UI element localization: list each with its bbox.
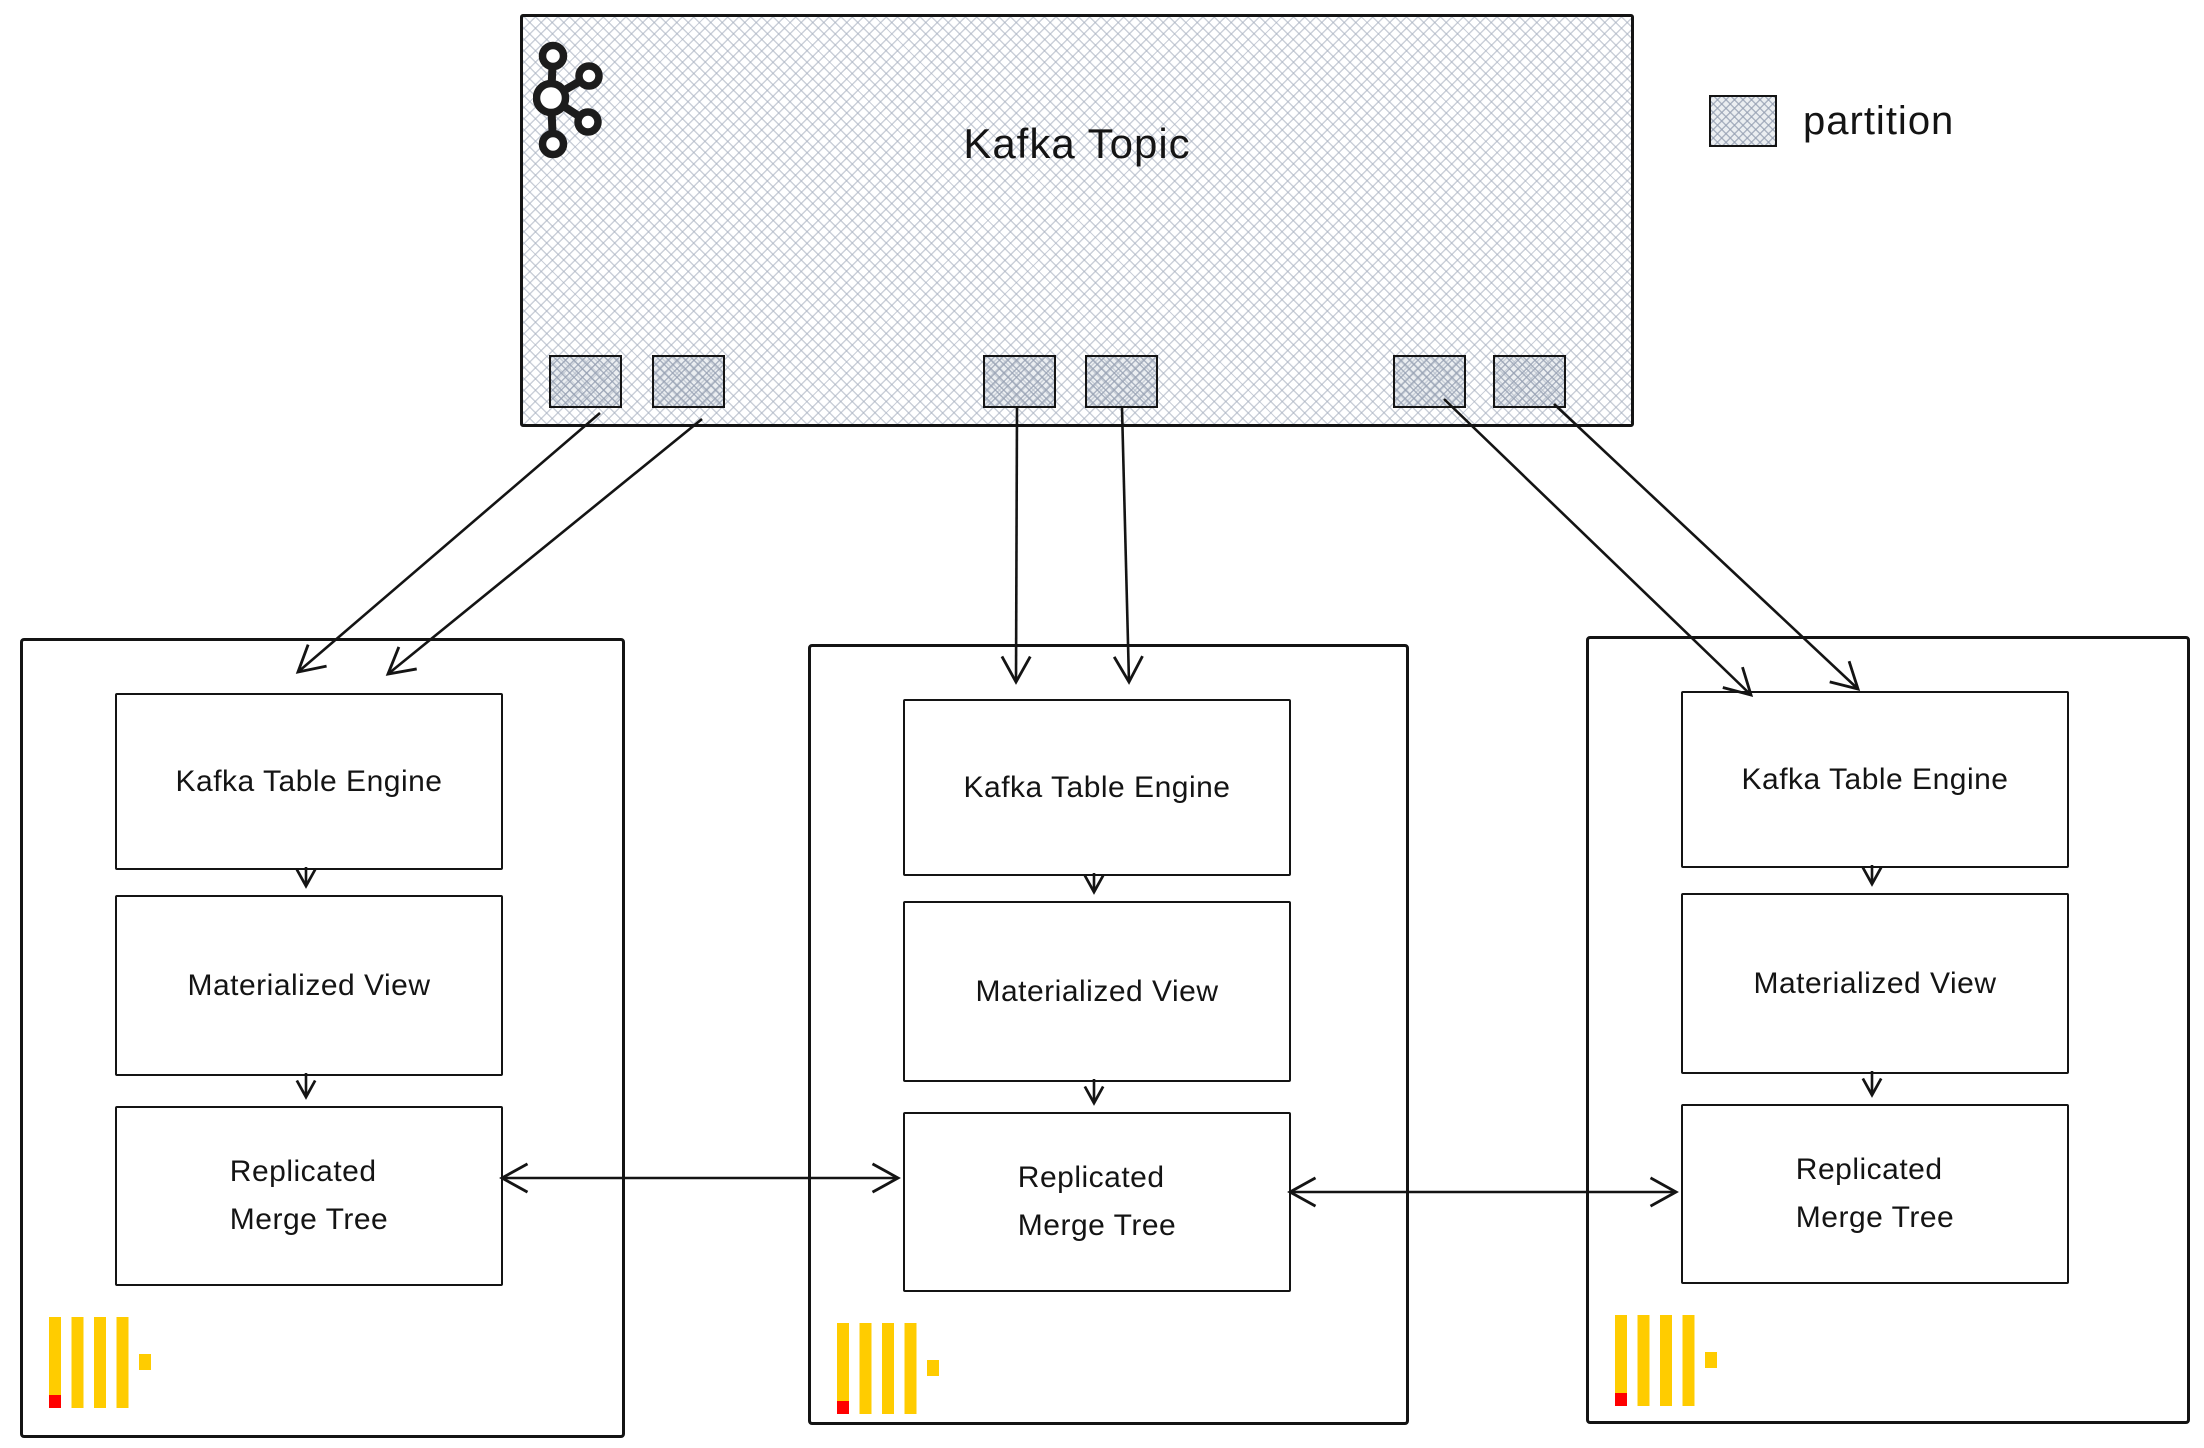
kafka-table-engine-box: Kafka Table Engine	[1681, 691, 2069, 868]
clickhouse-logo-icon	[49, 1317, 151, 1408]
partition	[549, 355, 622, 408]
arrow-partition-to-node2	[1000, 405, 1032, 685]
kafka-logo-icon	[533, 41, 603, 159]
clickhouse-node-1: Kafka Table Engine Materialized View Rep…	[20, 638, 625, 1438]
kafka-table-engine-label: Kafka Table Engine	[963, 770, 1231, 804]
partition-swatch-icon	[1709, 95, 1777, 147]
materialized-view-label: Materialized View	[1753, 966, 1997, 1000]
partition	[983, 355, 1056, 408]
partition	[1393, 355, 1466, 408]
kafka-table-engine-label: Kafka Table Engine	[1741, 762, 2009, 796]
arrow-partition-to-node2	[1112, 407, 1144, 685]
legend-label: partition	[1803, 98, 1955, 143]
clickhouse-logo-icon	[837, 1323, 939, 1414]
kafka-topic-title: Kafka Topic	[963, 120, 1191, 167]
materialized-view-label: Materialized View	[187, 968, 431, 1002]
partition	[652, 355, 725, 408]
kafka-table-engine-box: Kafka Table Engine	[115, 693, 503, 870]
legend: partition	[1709, 95, 1954, 147]
kafka-table-engine-label: Kafka Table Engine	[175, 764, 443, 798]
clickhouse-node-3: Kafka Table Engine Materialized View Rep…	[1586, 636, 2190, 1424]
arrow-partition-to-node1	[385, 417, 703, 676]
clickhouse-logo-icon	[1615, 1315, 1717, 1406]
materialized-view-label: Materialized View	[975, 974, 1219, 1008]
materialized-view-box: Materialized View	[903, 901, 1291, 1082]
partition	[1493, 355, 1566, 408]
clickhouse-node-2: Kafka Table Engine Materialized View Rep…	[808, 644, 1409, 1425]
arrow-partition-to-node1	[295, 412, 601, 674]
materialized-view-box: Materialized View	[1681, 893, 2069, 1074]
partition	[1085, 355, 1158, 408]
materialized-view-box: Materialized View	[115, 895, 503, 1076]
kafka-table-engine-box: Kafka Table Engine	[903, 699, 1291, 876]
